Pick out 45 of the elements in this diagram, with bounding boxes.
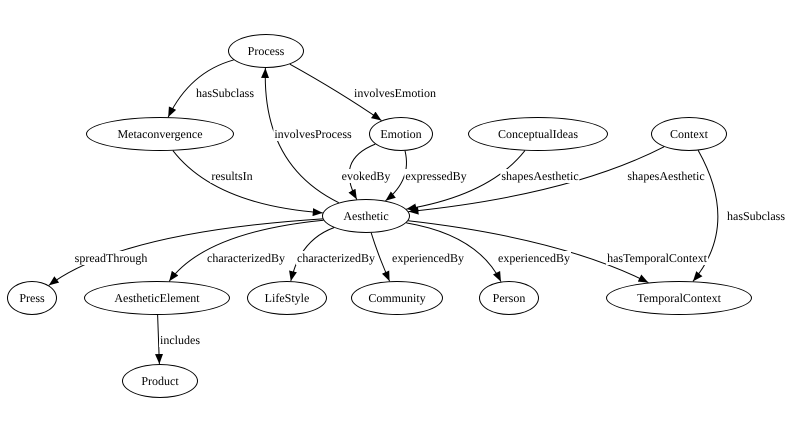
node-label: Emotion (380, 127, 422, 141)
node-label: TemporalContext (637, 291, 721, 305)
edge-label: spreadThrough (74, 251, 148, 265)
ellipse-node (322, 199, 410, 233)
edge-label: resultsIn (210, 169, 254, 183)
edge-label: includes (159, 333, 201, 347)
edge-label: involvesProcess (273, 127, 353, 141)
node-label: Context (670, 127, 708, 141)
ellipse-node (7, 281, 57, 315)
node-label: ConceptualIdeas (498, 127, 578, 141)
arrow (172, 150, 324, 216)
arrow (384, 150, 407, 202)
node-label: LifeStyle (264, 291, 310, 305)
arrow (168, 59, 234, 118)
edge-label: evokedBy (340, 169, 392, 183)
edge-label: hasSubclass (195, 86, 255, 100)
edge-label: characterizedBy (206, 251, 286, 265)
arrow (370, 232, 390, 282)
arrow (289, 64, 382, 122)
edge-label: hasTemporalContext (606, 251, 708, 265)
node-label: Process (248, 44, 284, 58)
arrow (408, 146, 665, 214)
edge-label: characterizedBy (296, 251, 376, 265)
node-label: Person (492, 291, 526, 305)
arrow (692, 150, 718, 282)
edge-label: involvesEmotion (353, 86, 437, 100)
edge-label: hasSubclass (726, 209, 786, 223)
node-label: Press (19, 291, 45, 305)
edge-label: shapesAesthetic (500, 169, 580, 183)
arrow (155, 314, 164, 364)
node-label: Metaconvergence (117, 127, 203, 141)
node-label: AestheticElement (114, 291, 200, 305)
node-label: Community (368, 291, 426, 305)
ellipse-node (228, 34, 304, 68)
edge-label: shapesAesthetic (626, 169, 706, 183)
edge-label: expressedBy (404, 169, 468, 183)
node-label: Product (141, 374, 179, 388)
arrow (168, 220, 324, 282)
edge-label: experiencedBy (391, 251, 465, 265)
arrow (408, 220, 649, 284)
edge-label: experiencedBy (497, 251, 571, 265)
arrow (406, 150, 526, 212)
node-label: Aesthetic (343, 209, 389, 223)
arrow (261, 68, 340, 204)
ellipse-node (369, 117, 433, 151)
